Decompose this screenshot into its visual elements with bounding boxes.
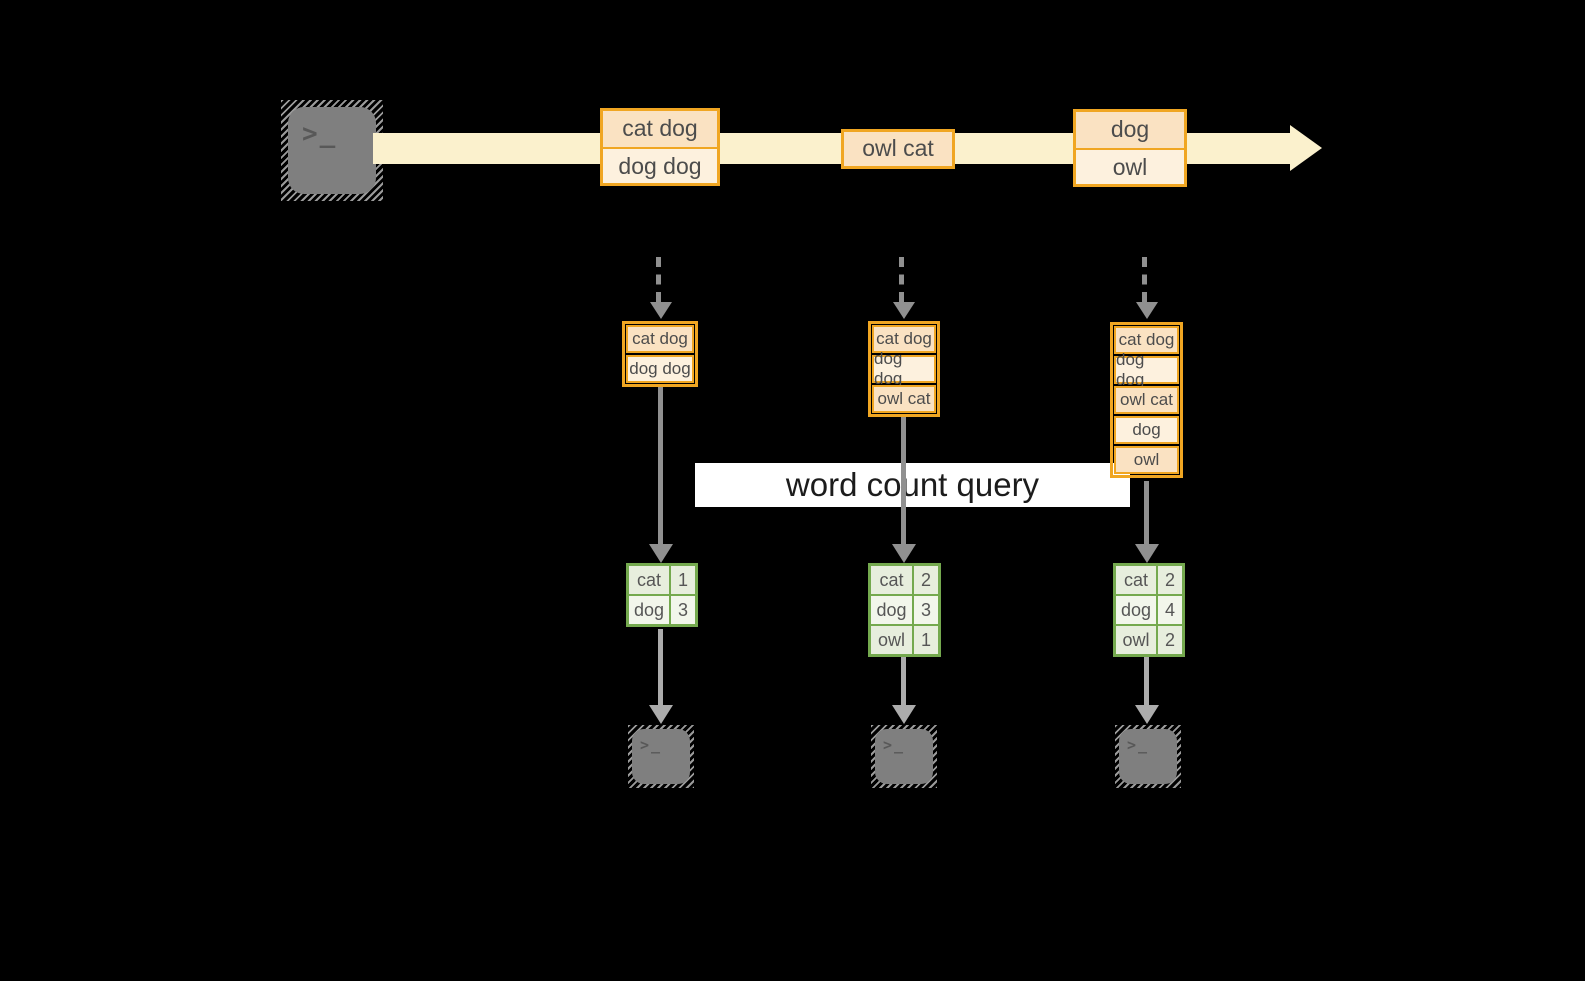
output-arrow-head-icon [649, 705, 673, 724]
stack-row: cat dog [872, 325, 936, 353]
output-arrow-head-icon [892, 705, 916, 724]
dashed-arrow [1142, 257, 1147, 302]
batch-line: dog dog [603, 147, 717, 183]
query-arrow [1144, 481, 1149, 544]
query-label: word count query [695, 463, 1130, 507]
output-arrow [901, 657, 906, 705]
terminal-body: >_ [875, 729, 933, 784]
output-arrow [1144, 657, 1149, 705]
stack-row: owl cat [872, 385, 936, 413]
count-cell: 1 [914, 626, 938, 654]
terminal-body: >_ [288, 107, 376, 194]
sink-terminal-icon: >_ [1115, 725, 1181, 788]
terminal-body: >_ [1119, 729, 1177, 784]
stack-row: dog dog [626, 355, 694, 383]
word-cell: cat [871, 566, 912, 594]
count-cell: 3 [914, 596, 938, 624]
stack-row: dog dog [872, 349, 936, 388]
count-cell: 2 [914, 566, 938, 594]
sink-terminal-icon: >_ [628, 725, 694, 788]
count-cell: 3 [671, 596, 695, 624]
stream-arrow-head-icon [1290, 125, 1322, 171]
source-terminal-icon: >_ [281, 100, 383, 201]
dashed-arrow-head-icon [1136, 302, 1158, 319]
word-cell: cat [1116, 566, 1156, 594]
word-cell: owl [871, 626, 912, 654]
batch-line: owl [1076, 148, 1184, 184]
query-arrow [901, 417, 906, 544]
word-cell: owl [1116, 626, 1156, 654]
stream-batch-1: cat dog dog dog [600, 108, 720, 186]
stream-batch-3: dog owl [1073, 109, 1187, 187]
dashed-arrow [899, 257, 904, 302]
word-cell: cat [629, 566, 669, 594]
terminal-prompt-icon: >_ [302, 119, 338, 149]
count-cell: 1 [671, 566, 695, 594]
terminal-prompt-icon: >_ [640, 736, 663, 754]
terminal-body: >_ [632, 729, 690, 784]
word-cell: dog [1116, 596, 1156, 624]
output-arrow [658, 629, 663, 705]
query-arrow-head-icon [1135, 544, 1159, 563]
window-stack-3: cat dog dog dog owl cat dog owl [1110, 322, 1183, 478]
batch-line: cat dog [603, 111, 717, 147]
dashed-arrow-head-icon [650, 302, 672, 319]
stack-row: owl cat [1114, 386, 1179, 414]
terminal-prompt-icon: >_ [1127, 736, 1150, 754]
sink-terminal-icon: >_ [871, 725, 937, 788]
batch-line: dog [1076, 112, 1184, 148]
word-cell: dog [629, 596, 669, 624]
count-table-3: cat 2 dog 4 owl 2 [1113, 563, 1185, 657]
stack-row: dog [1114, 416, 1179, 444]
stream-batch-2: owl cat [841, 129, 955, 169]
count-cell: 2 [1158, 626, 1182, 654]
batch-line: owl cat [844, 132, 952, 166]
window-stack-1: cat dog dog dog [622, 321, 698, 387]
query-arrow [658, 387, 663, 544]
count-cell: 4 [1158, 596, 1182, 624]
query-arrow-head-icon [649, 544, 673, 563]
output-arrow-head-icon [1135, 705, 1159, 724]
count-table-2: cat 2 dog 3 owl 1 [868, 563, 941, 657]
dashed-arrow-head-icon [893, 302, 915, 319]
stack-row: dog dog [1114, 350, 1179, 389]
window-stack-2: cat dog dog dog owl cat [868, 321, 940, 417]
query-arrow-head-icon [892, 544, 916, 563]
stack-row: cat dog [626, 325, 694, 353]
stack-row: owl [1114, 446, 1179, 474]
count-table-1: cat 1 dog 3 [626, 563, 698, 627]
dashed-arrow [656, 257, 661, 302]
count-cell: 2 [1158, 566, 1182, 594]
word-cell: dog [871, 596, 912, 624]
terminal-prompt-icon: >_ [883, 736, 906, 754]
stack-row: cat dog [1114, 326, 1179, 354]
